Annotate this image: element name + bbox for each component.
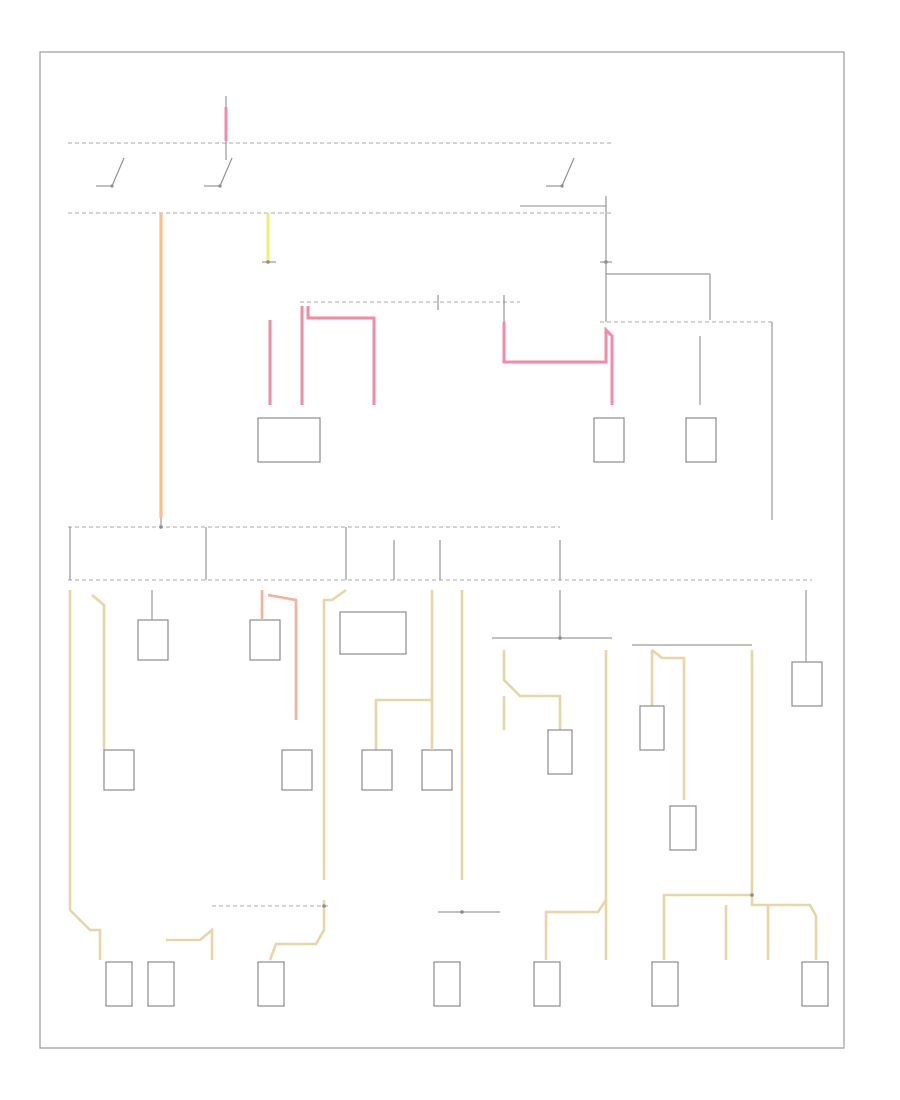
wire-pink-fuel-pump [502, 322, 614, 405]
wire-bottom-splice-left [166, 927, 214, 960]
wire-bottom-splice-right [268, 900, 326, 961]
wire-ebcm-1 [502, 650, 562, 730]
left-front-wheel-speed-sensor [669, 805, 697, 851]
diagram-frame [39, 51, 845, 1049]
brake-switch [281, 749, 313, 791]
body-control-module [339, 611, 407, 655]
wire-bottom-right [662, 893, 818, 960]
ac-pressure-switch [433, 961, 461, 1007]
wire-pink-pcm-3 [306, 306, 376, 405]
fuel-pump-relay [593, 417, 625, 463]
crank-sensor [651, 961, 679, 1007]
oxygen-sensor-2 [533, 961, 561, 1007]
radio [639, 705, 665, 751]
transmission-solenoids [249, 619, 281, 661]
seat-heater [105, 961, 133, 1007]
knock-sensor [801, 961, 829, 1007]
wire-tan-center [322, 588, 347, 880]
vehicle-speed-sensor [421, 749, 453, 791]
fuse-drops [69, 527, 561, 580]
wire-radio [651, 648, 686, 800]
cruise-control-module [137, 619, 169, 661]
upper-fuses [437, 262, 701, 405]
engine-coolant-temp [257, 961, 285, 1007]
ignition-control-module [147, 961, 175, 1007]
wire-tan-left-long [68, 590, 102, 960]
wire-bottom-center [544, 899, 608, 960]
data-link-connector [685, 417, 717, 463]
pcm-block [257, 417, 321, 463]
wire-brake-switch-feed [267, 593, 298, 720]
abs-control-module [103, 749, 135, 791]
right-front-wheel-speed-sensor [791, 661, 823, 707]
splice-points [159, 260, 754, 914]
instrument-cluster [361, 749, 393, 791]
ebcm [547, 729, 573, 775]
ignition-switch-contacts [96, 141, 607, 213]
wire-tan-bcm [374, 590, 434, 750]
wire-tan-left-2 [91, 594, 106, 750]
